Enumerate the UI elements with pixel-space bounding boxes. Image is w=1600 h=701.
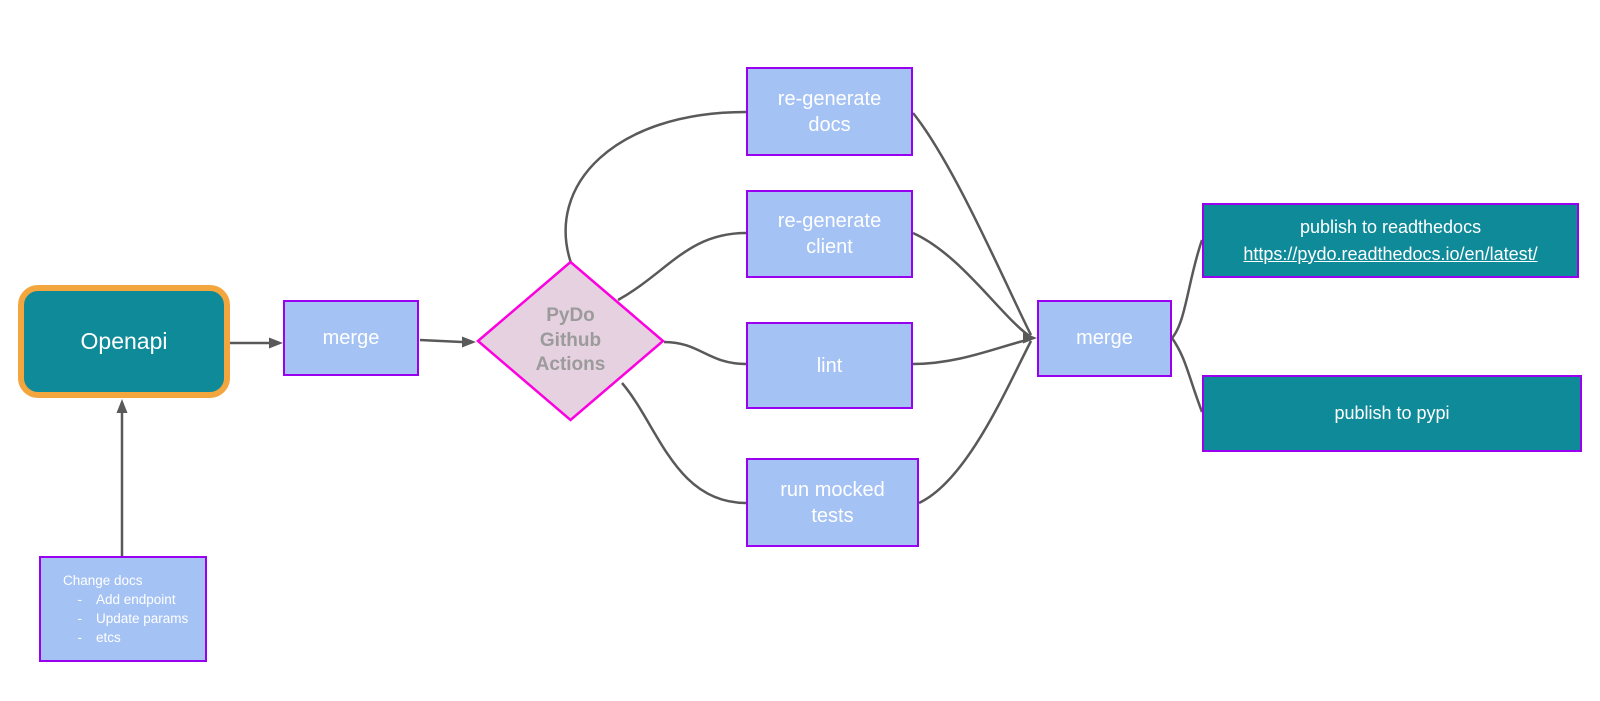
arrowhead-into-merge-left — [269, 337, 283, 349]
node-regenerate-client: re-generate client — [746, 190, 913, 278]
regenerate-client-label: re-generate client — [777, 210, 882, 258]
openapi-label: Openapi — [80, 328, 168, 354]
node-merge-left: merge — [283, 300, 419, 376]
connector-tests-merge — [918, 340, 1033, 505]
arrowhead-into-openapi — [116, 399, 128, 413]
node-publish-pypi: publish to pypi — [1202, 375, 1582, 452]
merge-left-label: merge — [322, 326, 380, 349]
node-run-mocked-tests: run mocked tests — [746, 458, 919, 547]
node-regenerate-docs: re-generate docs — [746, 67, 913, 156]
publish-pypi-label: publish to pypi — [1334, 403, 1450, 423]
arrowhead-into-merge-right — [1023, 332, 1037, 344]
bullet-dash: - — [77, 630, 83, 645]
node-change-docs: Change docs - Add endpoint - Update para… — [39, 556, 207, 662]
connector-merge-pypi — [1170, 337, 1204, 413]
connector-decision-docs — [564, 110, 747, 264]
change-docs-item: - Update params — [41, 609, 199, 628]
node-merge-right: merge — [1037, 300, 1172, 377]
lint-label: lint — [816, 354, 843, 377]
node-openapi: Openapi — [18, 285, 230, 398]
arrowhead-into-decision — [462, 336, 476, 348]
merge-right-label: merge — [1076, 327, 1133, 349]
change-docs-item: - etcs — [41, 628, 199, 647]
change-docs-item: - Add endpoint — [41, 590, 199, 609]
connector-decision-tests — [621, 382, 747, 505]
readthedocs-link[interactable]: https://pydo.readthedocs.io/en/latest/ — [1243, 243, 1538, 264]
node-decision-label: PyDo Github Actions — [535, 304, 606, 376]
node-lint: lint — [746, 322, 913, 409]
bullet-dash: - — [77, 592, 83, 607]
regenerate-docs-label: re-generate docs — [777, 87, 882, 136]
connector-docs-merge — [912, 112, 1033, 336]
publish-readthedocs-label: publish to readthedocs — [1299, 216, 1482, 237]
connector-merge-readthedocs — [1171, 239, 1204, 339]
connector-decision-client — [617, 231, 747, 302]
change-docs-title: Change docs — [63, 573, 143, 588]
bullet-dash: - — [77, 611, 83, 626]
node-publish-readthedocs: publish to readthedocs https://pydo.read… — [1202, 203, 1579, 278]
connector-client-merge — [912, 231, 1032, 339]
decision-diamond-shape — [476, 260, 665, 422]
run-mocked-tests-label: run mocked tests — [780, 478, 885, 527]
connector-lint-merge — [912, 337, 1032, 366]
connector-decision-lint — [663, 340, 747, 366]
connector-merge-decision — [419, 338, 463, 344]
